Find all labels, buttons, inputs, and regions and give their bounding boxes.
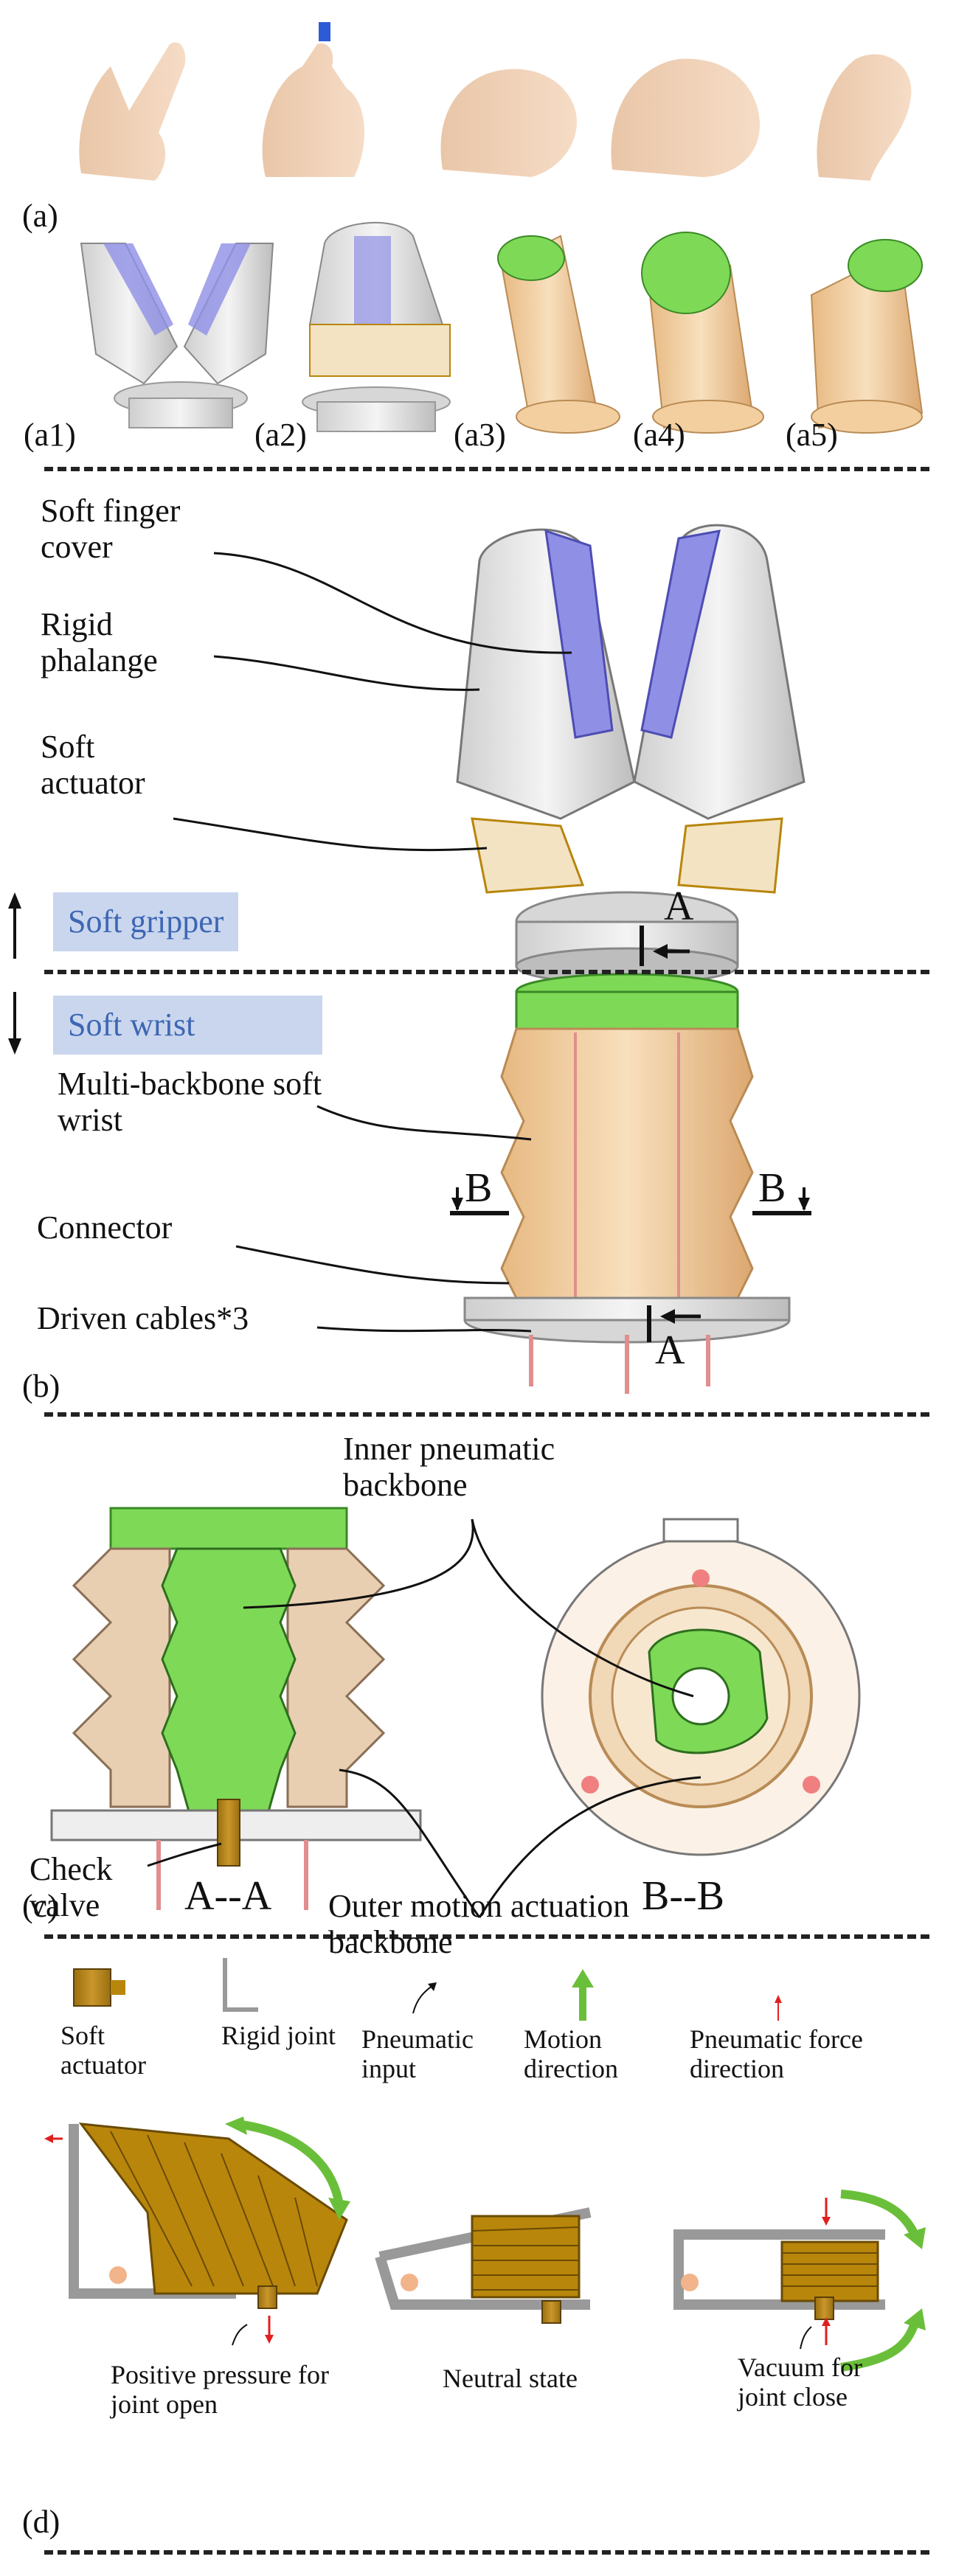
sub-label-a3: (a3)	[454, 417, 506, 453]
label-outer-backbone: Outer motion actuation backbone	[328, 1888, 630, 1961]
label-multi-backbone: Multi-backbone soft wrist	[58, 1066, 322, 1139]
sub-label-a1: (a1)	[24, 417, 76, 453]
hand-photo-4	[611, 58, 760, 178]
separator-2	[44, 970, 929, 974]
legend-rigid-joint: Rigid joint	[221, 2021, 336, 2050]
legend-pneumatic-input: Pneumatic input	[361, 2024, 474, 2084]
state-open-label: Positive pressure for joint open	[111, 2360, 329, 2420]
thumb-a3	[497, 235, 620, 434]
pneumatic-input-arrows	[232, 2324, 812, 2350]
section-marker-b	[450, 1187, 811, 1215]
legend-soft-actuator: Soft actuator	[60, 2021, 146, 2080]
label-soft-actuator: Soft actuator	[41, 729, 145, 802]
section-b-label-right: B	[758, 1165, 786, 1211]
section-a-label-top: A	[664, 883, 694, 929]
label-connector: Connector	[37, 1209, 173, 1246]
hand-photo-5	[817, 54, 912, 181]
thumb-a1	[80, 243, 274, 428]
section-b-label-left: B	[465, 1165, 493, 1211]
c-leader-lines	[147, 1518, 701, 1918]
panel-label-b: (b)	[22, 1368, 60, 1404]
panel-label-c: (c)	[22, 1888, 58, 1924]
section-aa-illustration	[50, 1507, 422, 1910]
label-rigid-phalange: Rigid phalange	[41, 606, 158, 679]
state-close-label: Vacuum for joint close	[738, 2353, 862, 2412]
state-close-illustration	[673, 2190, 926, 2372]
legend-motion-direction-icon	[572, 1969, 594, 2021]
band-soft-wrist: Soft wrist	[53, 996, 322, 1055]
sub-label-a2: (a2)	[254, 417, 307, 453]
state-open-illustration	[44, 2117, 350, 2344]
b-leader-lines	[173, 552, 572, 1333]
separator-3	[44, 1412, 929, 1417]
label-driven-cables: Driven cables*3	[37, 1300, 249, 1336]
label-section-bb: B--B	[642, 1873, 724, 1919]
state-neutral-label: Neutral state	[443, 2364, 578, 2393]
section-a-label-bottom: A	[655, 1327, 685, 1373]
thumb-a5	[810, 239, 924, 434]
hand-photo-2	[262, 22, 364, 177]
gripper-illustration	[456, 524, 806, 985]
legend-motion-direction: Motion direction	[524, 2024, 618, 2084]
panel-label-d: (d)	[22, 2504, 60, 2540]
panel-label-a: (a)	[22, 198, 58, 234]
thumb-a2	[302, 221, 451, 432]
hand-photo-3	[440, 69, 577, 177]
sub-label-a4: (a4)	[633, 417, 685, 453]
section-marker-a-top	[640, 926, 690, 966]
legend-rigid-joint-icon	[223, 1958, 258, 2012]
sub-label-a5: (a5)	[786, 417, 838, 453]
hand-photo-1	[79, 42, 186, 181]
label-inner-backbone: Inner pneumatic backbone	[343, 1431, 555, 1504]
state-neutral-illustration	[375, 2207, 592, 2324]
separator-5	[44, 2550, 929, 2555]
separator-4	[44, 1934, 929, 1939]
thumb-a4	[641, 232, 764, 434]
legend-pneumatic-force-icon	[775, 1995, 782, 2021]
label-soft-finger-cover: Soft finger cover	[41, 493, 181, 566]
legend-pneumatic-input-icon	[412, 1982, 437, 2014]
label-section-aa: A--A	[184, 1873, 272, 1919]
legend-actuator-icon	[73, 1968, 125, 2007]
band-arrows	[8, 892, 21, 1055]
soft-wrist-illustration	[463, 973, 791, 1394]
label-check-valve: Check valve	[30, 1851, 113, 1924]
legend-pneumatic-force: Pneumatic force direction	[690, 2024, 863, 2084]
section-marker-a-bottom	[647, 1305, 701, 1342]
separator-1	[44, 467, 929, 471]
section-bb-illustration	[541, 1518, 861, 1856]
band-soft-gripper: Soft gripper	[53, 892, 239, 951]
